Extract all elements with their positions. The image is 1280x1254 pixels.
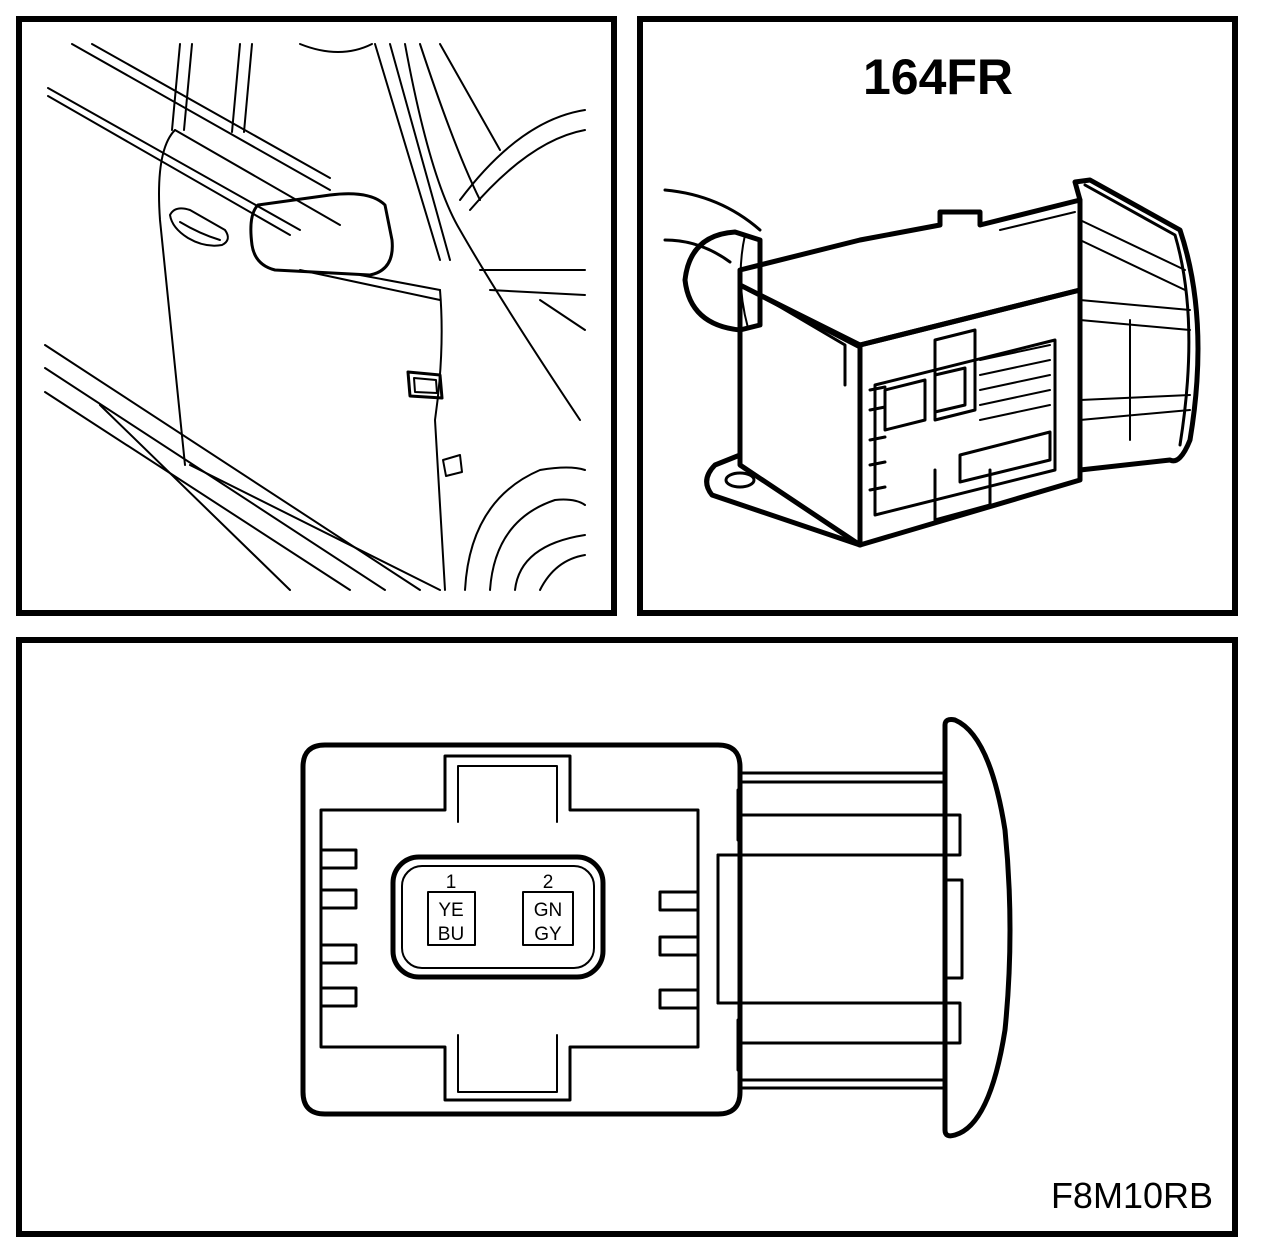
car-door-illustration	[44, 43, 586, 591]
pin-1-wire-color-2: BU	[438, 924, 464, 945]
pin-2-number: 2	[543, 872, 554, 893]
connector-face-panel: 1 YE BU 2 GN GY	[16, 637, 1238, 1237]
figure-code-label: F8M10RB	[1051, 1175, 1213, 1216]
connector-face-panel-frame	[16, 637, 1238, 1237]
pin-1-number: 1	[446, 872, 457, 893]
connector-face-illustration: 1 YE BU 2 GN GY	[300, 717, 1013, 1139]
pin-2-wire-color-2: GY	[534, 924, 562, 945]
pin-2: 2 GN GY	[522, 872, 574, 946]
location-panel	[16, 16, 617, 616]
location-panel-frame	[16, 16, 617, 616]
connector-3d-illustration	[663, 177, 1201, 548]
pin-1-box	[427, 891, 476, 946]
connector-3d-panel: 164FR	[637, 16, 1238, 616]
connector-id-label: 164FR	[863, 49, 1013, 105]
pin-window	[390, 854, 606, 980]
pin-2-wire-color-1: GN	[534, 900, 563, 921]
pin-1: 1 YE BU	[427, 872, 476, 946]
pin-1-wire-color-1: YE	[438, 900, 463, 921]
pin-2-box	[522, 891, 574, 946]
